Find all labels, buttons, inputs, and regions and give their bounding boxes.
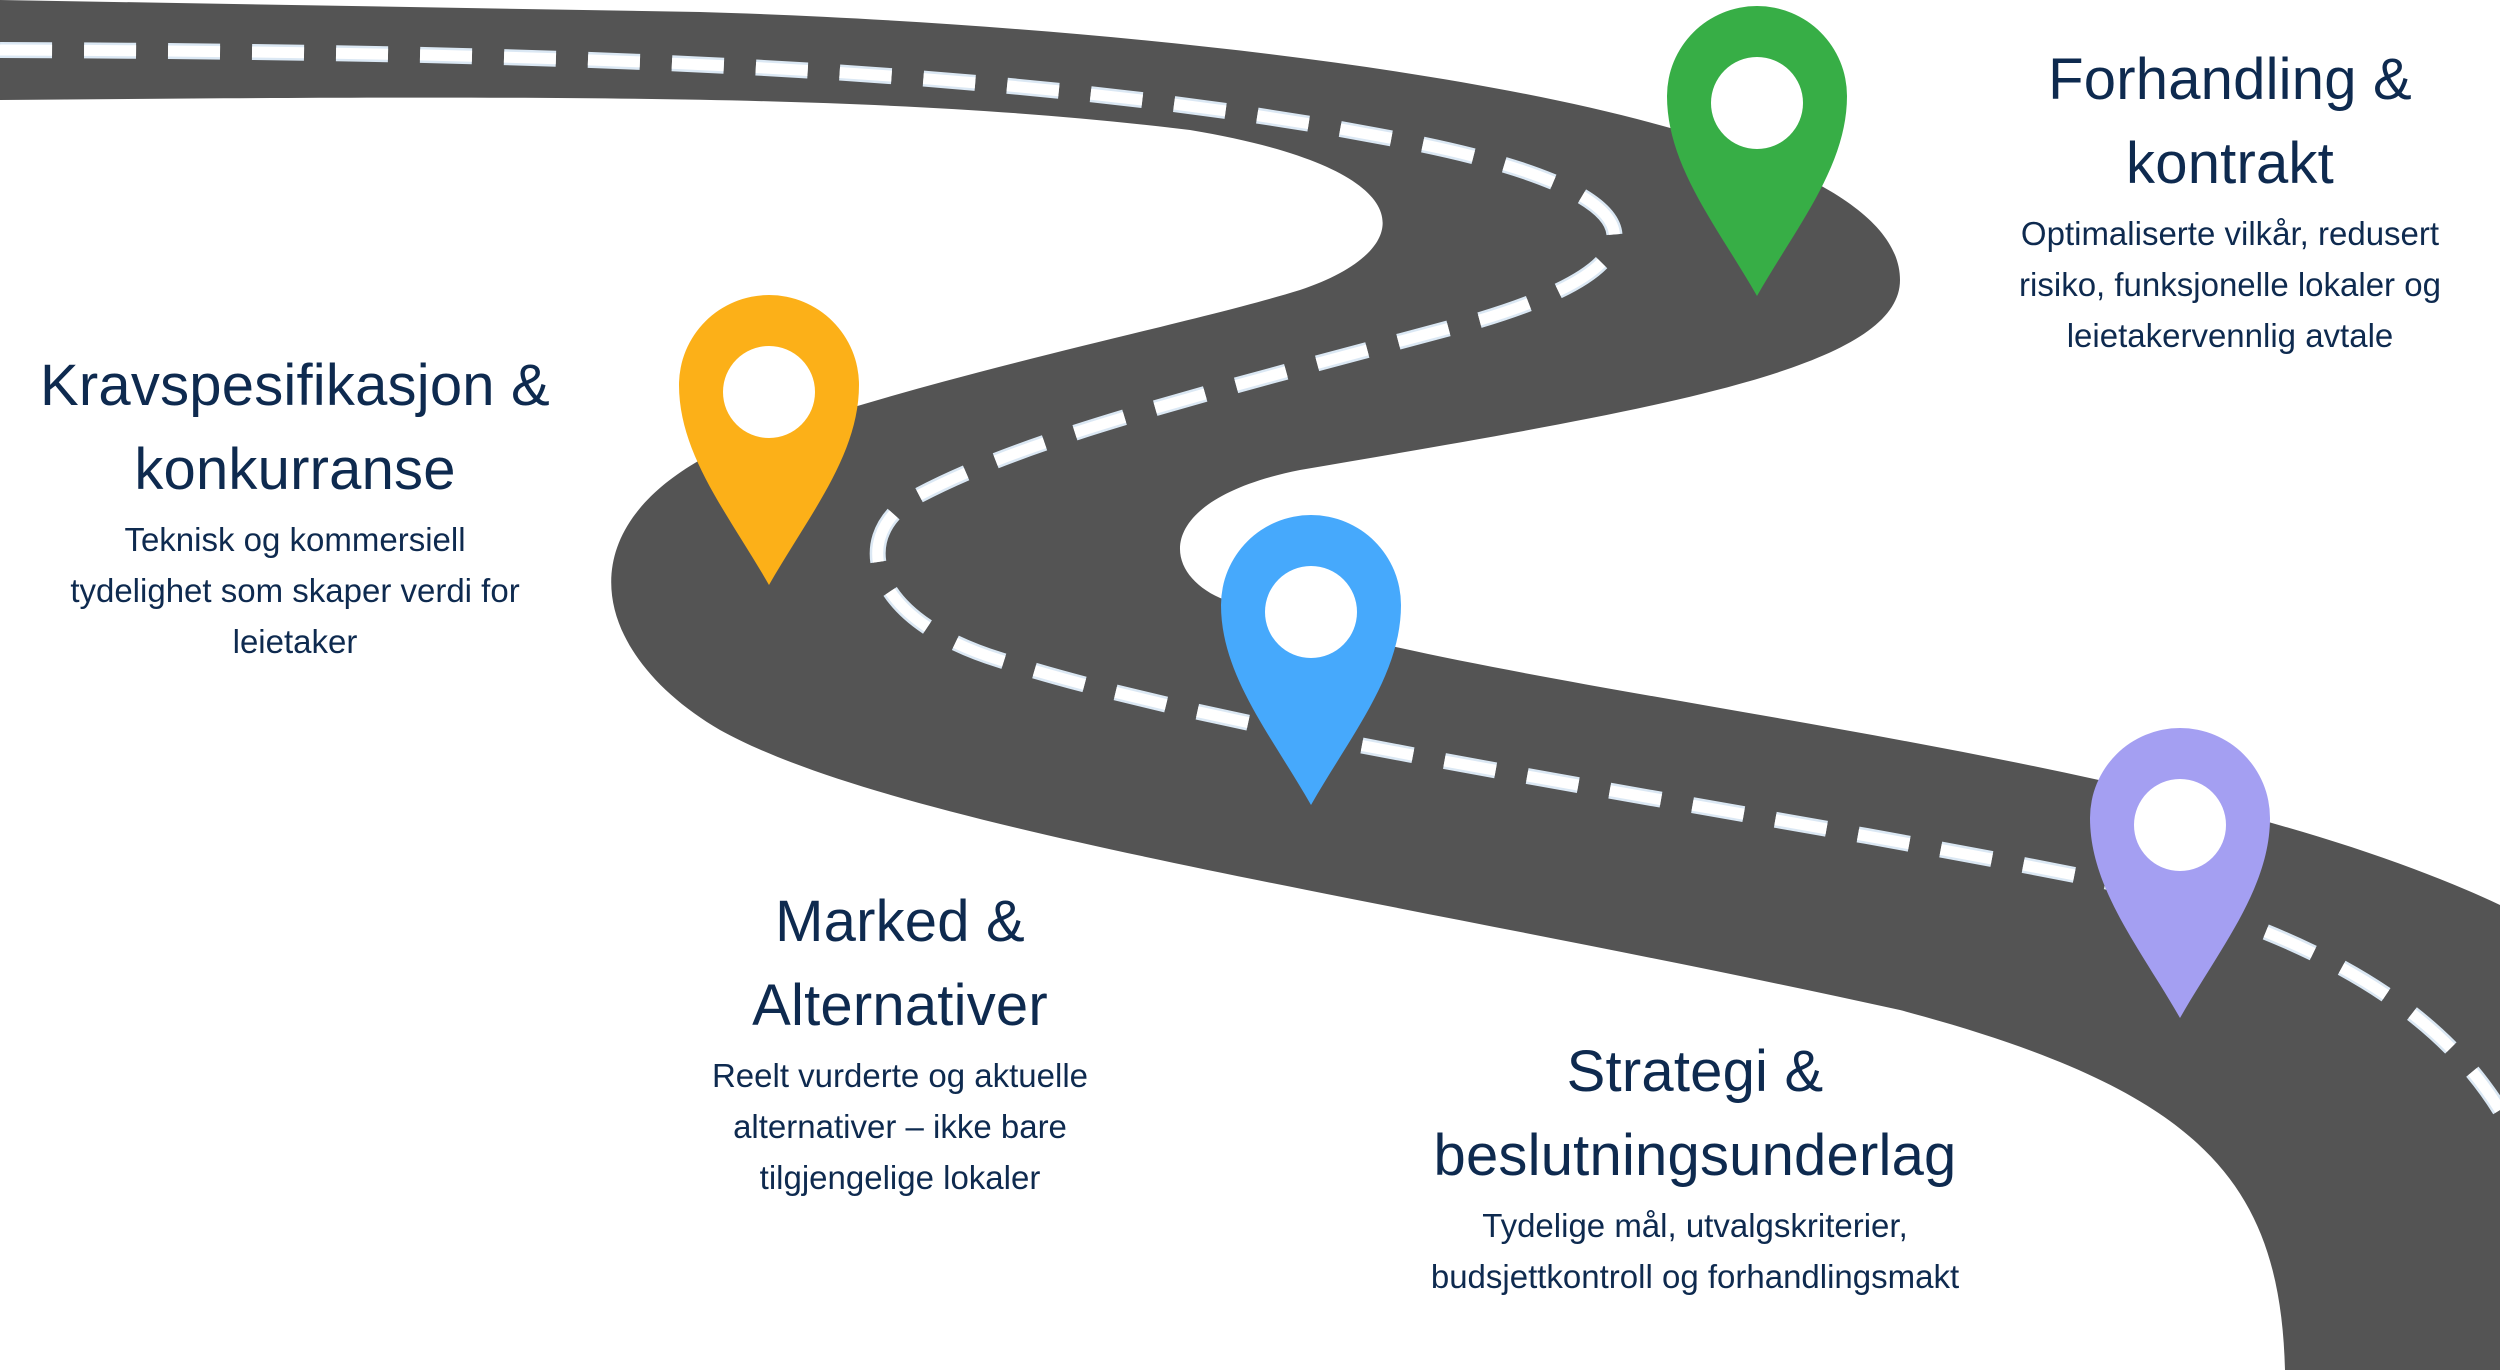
stage-title-line: Forhandling & — [2048, 47, 2412, 112]
stage-description-line: tydelighet som skaper verdi for — [70, 572, 520, 609]
pin-shape — [1221, 515, 1401, 805]
stage-title: Marked & Alternativer — [640, 880, 1160, 1048]
stage-description-line: leietaker — [232, 623, 358, 660]
stage-description: Reelt vurderte og aktuelle alternativer … — [640, 1050, 1160, 1203]
pin-hole — [723, 346, 815, 438]
stage-title: Forhandling & kontrakt — [1970, 38, 2490, 206]
pin-shape — [679, 295, 859, 585]
location-pin-icon-strategi — [2090, 728, 2270, 1018]
location-pin-icon-forhandling — [1667, 6, 1847, 296]
stage-title-line: konkurranse — [134, 437, 456, 502]
stage-title-line: Kravspesifikasjon & — [40, 353, 550, 418]
stage-description: Tydelige mål, utvalgskriterier, budsjett… — [1370, 1200, 2020, 1302]
stage-description-line: Reelt vurderte og aktuelle — [711, 1057, 1089, 1094]
stage-title-line: beslutningsunderlag — [1433, 1123, 1957, 1188]
stage-description-line: risiko, funksjonelle lokaler og — [2019, 266, 2441, 303]
pin-hole — [1711, 57, 1803, 149]
stage-description-line: alternativer – ikke bare — [733, 1108, 1067, 1145]
stage-title-line: Alternativer — [752, 973, 1048, 1038]
pin-hole — [2134, 779, 2226, 871]
stage-description-line: budsjettkontroll og forhandlingsmakt — [1430, 1258, 1960, 1295]
stage-marked: Marked & Alternativer Reelt vurderte og … — [640, 880, 1160, 1203]
stage-strategi: Strategi & beslutningsunderlag Tydelige … — [1370, 1030, 2020, 1302]
pin-shape — [2090, 728, 2270, 1018]
stage-description: Optimaliserte vilkår, redusert risiko, f… — [1970, 208, 2490, 361]
stage-description-line: Teknisk og kommersiell — [124, 521, 466, 558]
location-pin-icon-marked — [1221, 515, 1401, 805]
stage-description-line: Optimaliserte vilkår, redusert — [2020, 215, 2440, 252]
location-pin-icon-kravspesifikasjon — [679, 295, 859, 585]
stage-description-line: Tydelige mål, utvalgskriterier, — [1482, 1207, 1908, 1244]
stage-title: Strategi & beslutningsunderlag — [1370, 1030, 2020, 1198]
stage-description-line: leietakervennlig avtale — [2066, 317, 2394, 354]
pin-hole — [1265, 566, 1357, 658]
stage-title-line: kontrakt — [2126, 131, 2334, 196]
stage-title-line: Strategi & — [1566, 1039, 1824, 1104]
stage-title: Kravspesifikasjon & konkurranse — [0, 344, 590, 512]
stage-title-line: Marked & — [775, 889, 1025, 954]
stage-kravspesifikasjon: Kravspesifikasjon & konkurranse Teknisk … — [0, 344, 590, 667]
stage-description: Teknisk og kommersiell tydelighet som sk… — [0, 514, 590, 667]
stage-description-line: tilgjengelige lokaler — [759, 1159, 1041, 1196]
pin-shape — [1667, 6, 1847, 296]
stage-forhandling: Forhandling & kontrakt Optimaliserte vil… — [1970, 38, 2490, 361]
